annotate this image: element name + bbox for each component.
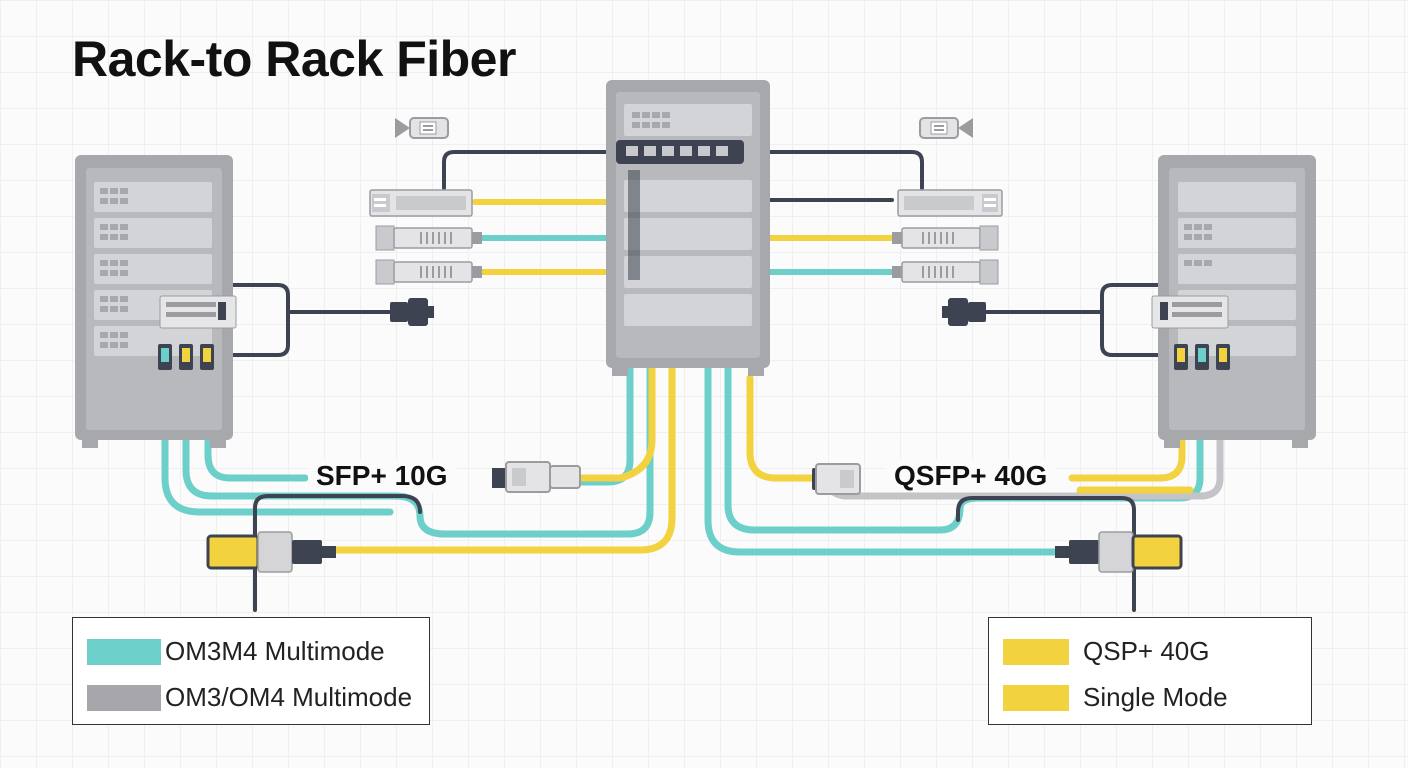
lc-connector-center-left (492, 461, 581, 493)
legend-label: OM3/OM4 Multimode (165, 682, 413, 712)
rj45-connector-left (390, 298, 434, 326)
transceiver-icon-left (395, 117, 449, 139)
cable-left-loop (216, 283, 290, 357)
center-switch-rack (606, 80, 770, 376)
patch-connector-right (1055, 531, 1183, 573)
sfp-module-2 (375, 225, 482, 251)
sfp-10g-label: SFP+ 10G (308, 460, 456, 492)
cable-right-patch (956, 496, 1136, 612)
rj45-connector-right (942, 298, 986, 326)
fiber-right-yellow-curve (746, 374, 816, 482)
legend-label: Single Mode (1083, 682, 1228, 712)
cable-left-patch (253, 494, 422, 612)
left-server-rack (75, 155, 237, 448)
patch-connector-left (206, 531, 336, 573)
cable-right-loop (1100, 283, 1182, 357)
legend-swatch-aqua (87, 638, 161, 665)
cable-top-left (442, 150, 624, 190)
legend-item: QSP+ 40G (1003, 636, 1209, 667)
legend-label: OM3M4 Multimode (165, 636, 385, 666)
qsfp-module-2 (892, 225, 999, 251)
legend-item: Single Mode (1003, 682, 1228, 713)
fiber-sfp-yellow-return (576, 156, 656, 482)
legend-item: OM3/OM4 Multimode (87, 682, 412, 713)
legend-swatch-yellow (1003, 638, 1069, 665)
cable-top-right (738, 150, 924, 190)
legend-swatch-gray (87, 684, 161, 711)
right-server-rack (1151, 155, 1316, 448)
legend-item: OM3M4 Multimode (87, 636, 385, 667)
fiber-singlemode-left (331, 156, 676, 554)
page-title: Rack-to Rack Fiber (72, 31, 516, 87)
qsfp-40g-label: QSFP+ 40G (886, 460, 1056, 492)
legend-label: QSP+ 40G (1083, 636, 1210, 666)
fiber-left-aqua-2 (182, 156, 654, 538)
sfp-modules-left (369, 189, 482, 285)
sfp-module-3 (375, 259, 482, 285)
fiber-right-yellow-1 (1068, 362, 1186, 482)
fiber-left-aqua-3 (161, 362, 394, 516)
transceiver-icon-right (919, 117, 973, 139)
fiber-right-aqua-1 (704, 156, 1059, 556)
qsfp-module-3 (892, 259, 999, 285)
legend-swatch-yellow (1003, 684, 1069, 711)
sfp-modules-right (892, 189, 1003, 285)
fiber-left-aqua-1 (204, 362, 309, 482)
legend-right: QSP+ 40G Single Mode (988, 617, 1312, 725)
lc-connector-center-right (812, 463, 861, 495)
legend-left: OM3M4 Multimode OM3/OM4 Multimode (72, 617, 430, 725)
